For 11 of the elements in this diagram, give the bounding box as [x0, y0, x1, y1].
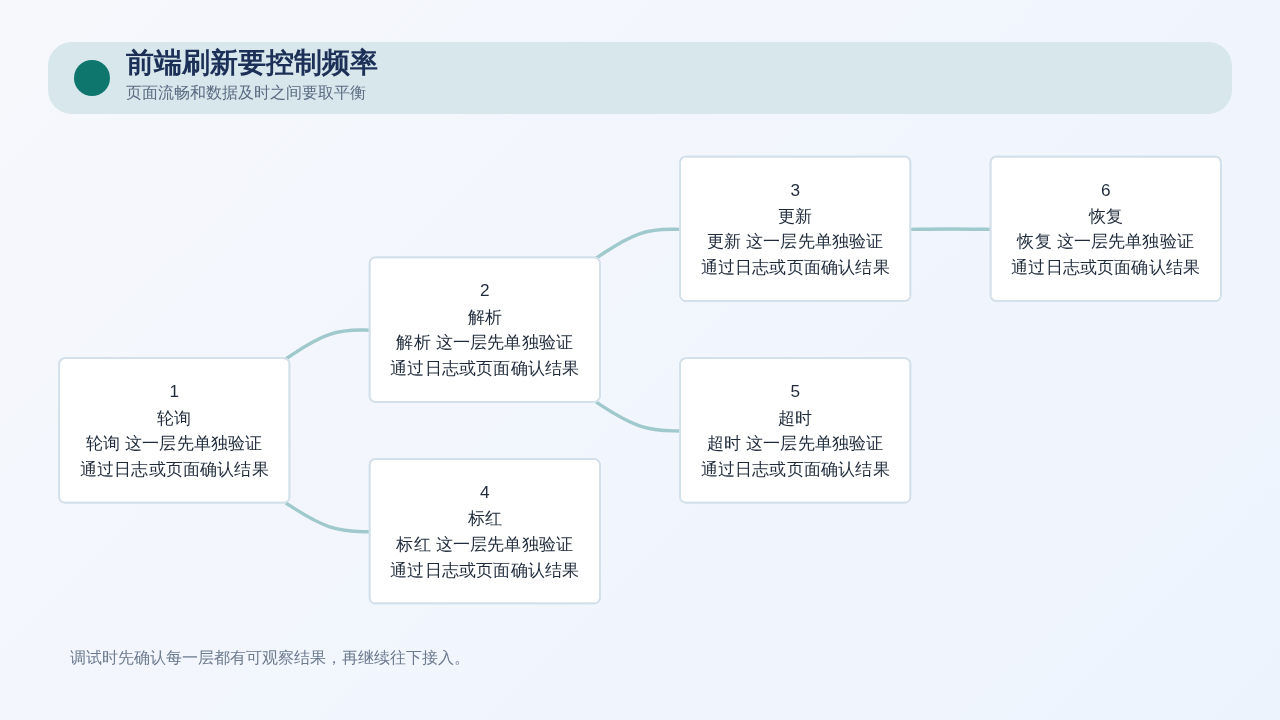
title: 前端刷新要控制频率 [126, 46, 378, 80]
step-card: 2 解析 解析 这一层先单独验证 通过日志或页面确认结果 [368, 256, 601, 403]
subtitle: 页面流畅和数据及时之间要取平衡 [126, 83, 366, 103]
connector-line [595, 227, 681, 260]
step-card: 3 更新 更新 这一层先单独验证 通过日志或页面确认结果 [679, 155, 912, 302]
caption: 调试时先确认每一层都有可观察结果，再继续往下接入。 [70, 648, 470, 668]
step-card: 5 超时 超时 这一层先单独验证 通过日志或页面确认结果 [679, 357, 912, 504]
step-card: 4 标红 标红 这一层先单独验证 通过日志或页面确认结果 [368, 458, 601, 605]
step-card: 1 轮询 轮询 这一层先单独验证 通过日志或页面确认结果 [58, 357, 291, 504]
step-card: 6 恢复 恢复 这一层先单独验证 通过日志或页面确认结果 [989, 155, 1222, 302]
connector-line [595, 400, 681, 433]
